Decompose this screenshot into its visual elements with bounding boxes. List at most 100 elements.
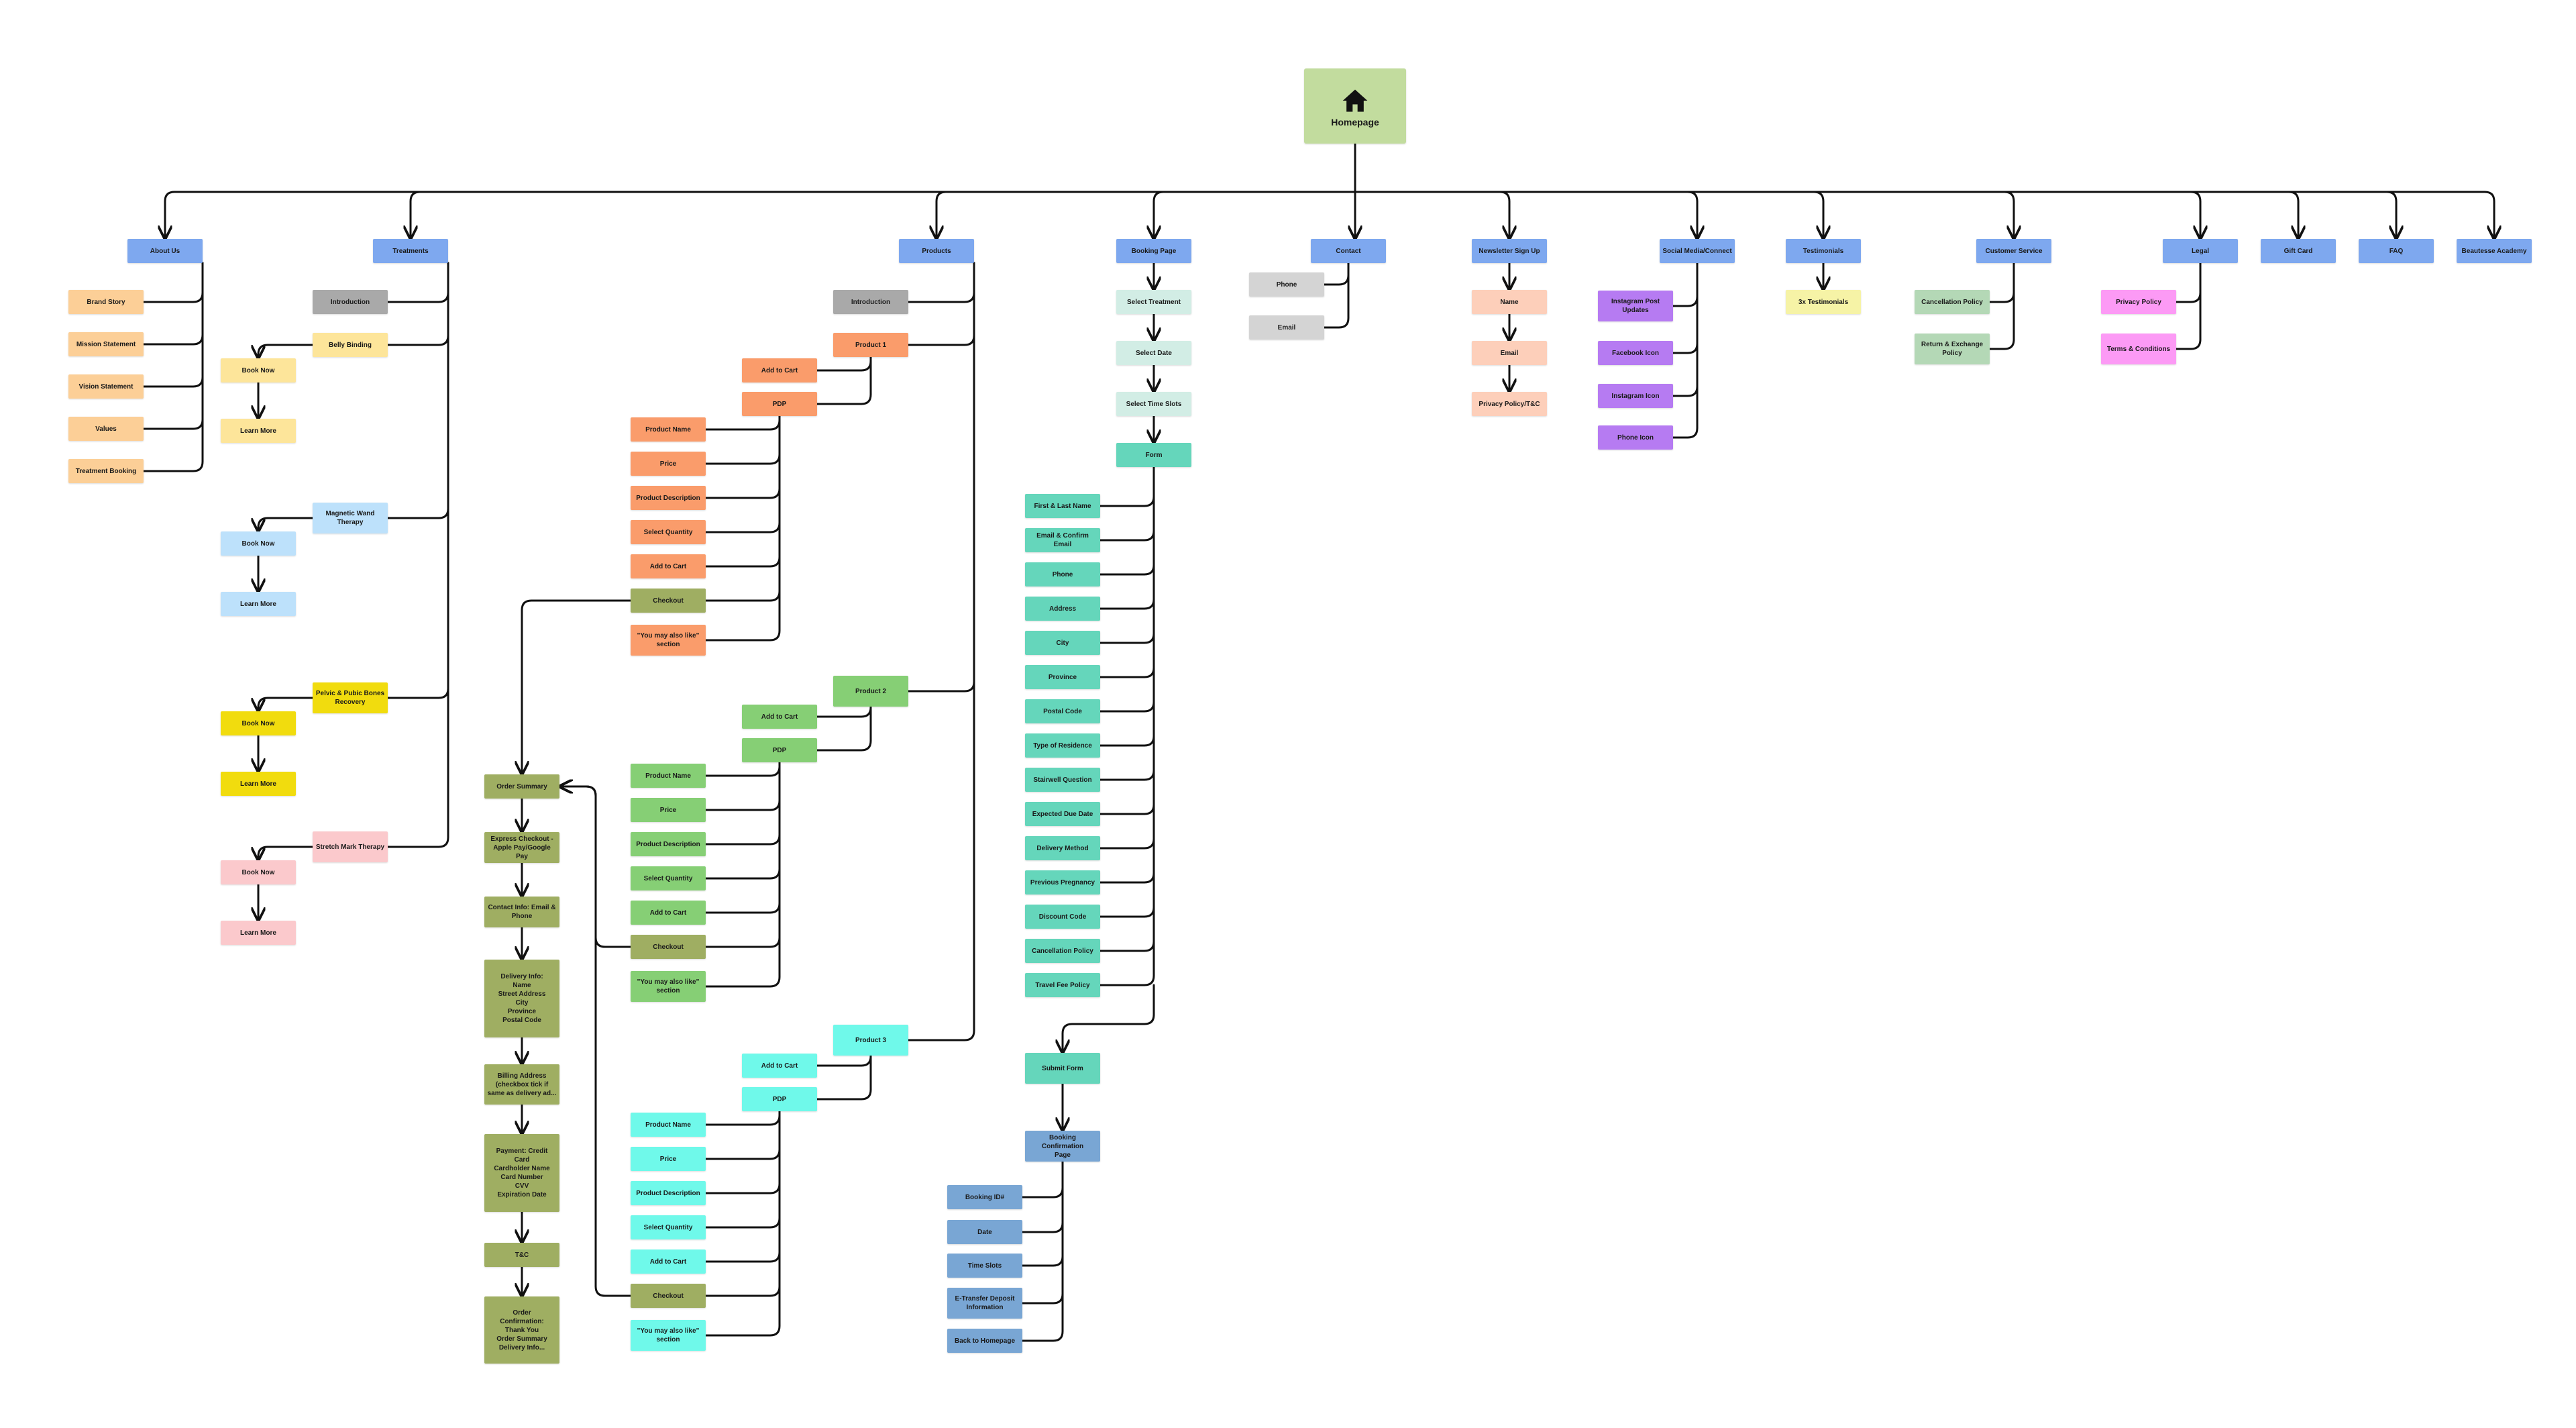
checkout-step-1-node[interactable]: Order Summary <box>484 774 559 799</box>
social-phone-icon-node[interactable]: Phone Icon <box>1598 425 1673 450</box>
product-1-checkout-node[interactable]: Checkout <box>631 589 706 613</box>
product-1-product-name-node[interactable]: Product Name <box>631 417 706 442</box>
social-instagram-icon-node[interactable]: Instagram Icon <box>1598 384 1673 408</box>
checkout-step-8-node[interactable]: Order Confirmation: Thank You Order Summ… <box>484 1296 559 1364</box>
product-3-product-description-node[interactable]: Product Description <box>631 1181 706 1205</box>
form-field-discount-code-node[interactable]: Discount Code <box>1025 905 1100 929</box>
product-3-pdp-node[interactable]: PDP <box>742 1087 817 1111</box>
form-field-postal-code-node[interactable]: Postal Code <box>1025 699 1100 723</box>
newsletter-name-node[interactable]: Name <box>1472 290 1547 314</box>
product-1-add-to-cart-node[interactable]: Add to Cart <box>631 554 706 578</box>
form-field-previous-pregnancy-node[interactable]: Previous Pregnancy <box>1025 870 1100 895</box>
treatment-learn-more-1-node[interactable]: Learn More <box>221 419 296 443</box>
section-customer-service-node[interactable]: Customer Service <box>1976 239 2051 263</box>
confirmation-date-node[interactable]: Date <box>947 1220 1022 1244</box>
form-field-address-node[interactable]: Address <box>1025 597 1100 621</box>
product-2-add-to-cart-node[interactable]: Add to Cart <box>742 705 817 729</box>
cs-return-exchange-policy-node[interactable]: Return & Exchange Policy <box>1915 334 1990 364</box>
product-3-add-to-cart-node[interactable]: Add to Cart <box>631 1250 706 1274</box>
product-2-also-like-node[interactable]: "You may also like" section <box>631 971 706 1002</box>
confirmation-booking-id-node[interactable]: Booking ID# <box>947 1185 1022 1209</box>
confirmation-time-slots-node[interactable]: Time Slots <box>947 1254 1022 1278</box>
section-social-media-connect-node[interactable]: Social Media/Connect <box>1660 239 1735 263</box>
treatment-stretch-mark-therapy-node[interactable]: Stretch Mark Therapy <box>313 831 388 862</box>
treatment-book-now-4-node[interactable]: Book Now <box>221 860 296 884</box>
section-contact-node[interactable]: Contact <box>1311 239 1386 263</box>
product-3-also-like-node[interactable]: "You may also like" section <box>631 1320 706 1351</box>
treatment-magnetic-wand-therapy-node[interactable]: Magnetic Wand Therapy <box>313 503 388 533</box>
product-2-add-to-cart-node[interactable]: Add to Cart <box>631 901 706 925</box>
checkout-step-7-node[interactable]: T&C <box>484 1243 559 1267</box>
section-about-us-node[interactable]: About Us <box>127 239 203 263</box>
treatments-introduction-node[interactable]: Introduction <box>313 290 388 314</box>
section-faq-node[interactable]: FAQ <box>2359 239 2434 263</box>
legal-terms-conditions-node[interactable]: Terms & Conditions <box>2101 334 2176 364</box>
treatment-learn-more-4-node[interactable]: Learn More <box>221 921 296 945</box>
section-products-node[interactable]: Products <box>899 239 974 263</box>
product-2-pdp-node[interactable]: PDP <box>742 738 817 762</box>
testimonials-list-node[interactable]: 3x Testimonials <box>1786 290 1861 314</box>
section-testimonials-node[interactable]: Testimonials <box>1786 239 1861 263</box>
form-field-phone-node[interactable]: Phone <box>1025 562 1100 586</box>
about-vision-statement-node[interactable]: Vision Statement <box>68 374 144 399</box>
about-mission-statement-node[interactable]: Mission Statement <box>68 332 144 356</box>
about-treatment-booking-node[interactable]: Treatment Booking <box>68 459 144 483</box>
booking-select-time-slots-node[interactable]: Select Time Slots <box>1116 392 1191 416</box>
product-1-price-node[interactable]: Price <box>631 452 706 476</box>
legal-privacy-policy-node[interactable]: Privacy Policy <box>2101 290 2176 314</box>
section-gift-card-node[interactable]: Gift Card <box>2261 239 2336 263</box>
form-field-province-node[interactable]: Province <box>1025 665 1100 689</box>
checkout-step-4-node[interactable]: Delivery Info: Name Street Address City … <box>484 960 559 1037</box>
product-2-node[interactable]: Product 2 <box>833 676 908 707</box>
checkout-step-5-node[interactable]: Billing Address (checkbox tick if same a… <box>484 1064 559 1105</box>
product-3-product-name-node[interactable]: Product Name <box>631 1113 706 1137</box>
form-field-stairwell-question-node[interactable]: Stairwell Question <box>1025 768 1100 792</box>
form-field-cancellation-policy-node[interactable]: Cancellation Policy <box>1025 939 1100 963</box>
product-1-node[interactable]: Product 1 <box>833 333 908 357</box>
product-1-add-to-cart-node[interactable]: Add to Cart <box>742 358 817 382</box>
treatment-book-now-1-node[interactable]: Book Now <box>221 358 296 382</box>
treatment-learn-more-3-node[interactable]: Learn More <box>221 772 296 796</box>
product-1-also-like-node[interactable]: "You may also like" section <box>631 625 706 656</box>
confirmation-back-to-homepage-node[interactable]: Back to Homepage <box>947 1329 1022 1353</box>
contact-email-node[interactable]: Email <box>1249 315 1324 340</box>
form-field-type-of-residence-node[interactable]: Type of Residence <box>1025 733 1100 758</box>
product-2-select-quantity-node[interactable]: Select Quantity <box>631 866 706 890</box>
form-field-first-last-name-node[interactable]: First & Last Name <box>1025 494 1100 518</box>
form-field-email-confirm-email-node[interactable]: Email & Confirm Email <box>1025 528 1100 552</box>
product-3-checkout-node[interactable]: Checkout <box>631 1284 706 1308</box>
product-3-price-node[interactable]: Price <box>631 1147 706 1171</box>
checkout-step-6-node[interactable]: Payment: Credit Card Cardholder Name Car… <box>484 1134 559 1212</box>
treatment-learn-more-2-node[interactable]: Learn More <box>221 592 296 616</box>
contact-phone-node[interactable]: Phone <box>1249 272 1324 297</box>
product-2-checkout-node[interactable]: Checkout <box>631 935 706 959</box>
treatment-book-now-3-node[interactable]: Book Now <box>221 711 296 735</box>
treatment-book-now-2-node[interactable]: Book Now <box>221 531 296 556</box>
confirmation-e-transfer-deposit-information-node[interactable]: E-Transfer Deposit Information <box>947 1288 1022 1319</box>
section-treatments-node[interactable]: Treatments <box>373 239 448 263</box>
booking-form-node[interactable]: Form <box>1116 443 1191 467</box>
checkout-step-2-node[interactable]: Express Checkout - Apple Pay/Google Pay <box>484 832 559 863</box>
product-1-select-quantity-node[interactable]: Select Quantity <box>631 520 706 544</box>
section-newsletter-sign-up-node[interactable]: Newsletter Sign Up <box>1472 239 1547 263</box>
social-instagram-post-updates-node[interactable]: Instagram Post Updates <box>1598 291 1673 321</box>
product-2-price-node[interactable]: Price <box>631 798 706 822</box>
section-beautesse-academy-node[interactable]: Beautesse Academy <box>2457 239 2532 263</box>
treatment-pelvic-pubic-bones-recovery-node[interactable]: Pelvic & Pubic Bones Recovery <box>313 682 388 713</box>
product-2-product-name-node[interactable]: Product Name <box>631 764 706 788</box>
newsletter-email-node[interactable]: Email <box>1472 341 1547 365</box>
cs-cancellation-policy-node[interactable]: Cancellation Policy <box>1915 290 1990 314</box>
social-facebook-icon-node[interactable]: Facebook Icon <box>1598 341 1673 365</box>
form-field-city-node[interactable]: City <box>1025 631 1100 655</box>
product-3-select-quantity-node[interactable]: Select Quantity <box>631 1215 706 1239</box>
booking-confirmation-node[interactable]: Booking Confirmation Page <box>1025 1131 1100 1162</box>
form-field-delivery-method-node[interactable]: Delivery Method <box>1025 836 1100 860</box>
homepage-node[interactable]: Homepage <box>1304 68 1406 144</box>
newsletter-privacy-policy-t-c-node[interactable]: Privacy Policy/T&C <box>1472 392 1547 416</box>
form-field-expected-due-date-node[interactable]: Expected Due Date <box>1025 802 1100 826</box>
section-booking-page-node[interactable]: Booking Page <box>1116 239 1191 263</box>
checkout-step-3-node[interactable]: Contact Info: Email & Phone <box>484 897 559 927</box>
treatment-belly-binding-node[interactable]: Belly Binding <box>313 333 388 357</box>
product-3-add-to-cart-node[interactable]: Add to Cart <box>742 1054 817 1078</box>
product-1-pdp-node[interactable]: PDP <box>742 392 817 416</box>
